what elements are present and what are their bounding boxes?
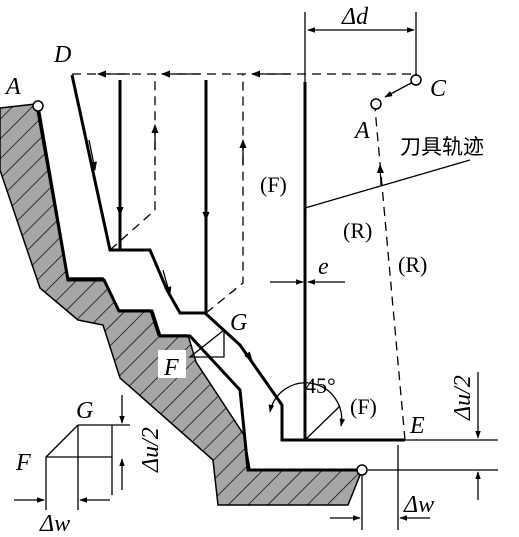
- label-point-A-left: A: [4, 74, 21, 100]
- label-F-upper: (F): [260, 172, 287, 197]
- retract-dashed-2: [205, 74, 244, 314]
- point-end-marker: [356, 464, 368, 476]
- label-point-A-right: A: [353, 118, 370, 144]
- label-F-bg: [158, 350, 186, 378]
- label-R-right: (R): [398, 252, 427, 277]
- tool-path-leader: [304, 159, 471, 209]
- offset-triangle: [188, 328, 225, 358]
- point-A-left-marker: [32, 100, 44, 112]
- finishing-profile: [36, 105, 362, 472]
- label-point-D: D: [53, 42, 71, 68]
- label-point-C: C: [430, 76, 447, 102]
- arrow-down-5: [235, 339, 253, 361]
- e-label: e: [318, 254, 329, 280]
- inset-du-label: Δu/2: [138, 427, 164, 473]
- inset-label-F: F: [15, 450, 31, 476]
- label-point-F: F: [163, 355, 179, 381]
- inset-detail: G F Δu/2 Δw: [14, 395, 164, 537]
- retract-dashed-3: [374, 107, 406, 441]
- workpiece-hatched: [0, 103, 364, 506]
- point-A-right-marker: [370, 98, 382, 110]
- inset-label-G: G: [76, 398, 93, 424]
- retract-dashed-1: [109, 74, 156, 251]
- angle-label: 45°: [305, 373, 336, 398]
- point-C-marker: [410, 74, 422, 86]
- arrow-down-4: [162, 269, 172, 296]
- tool-path-label: 刀具轨迹: [400, 135, 484, 159]
- arrow-down-1: [88, 139, 97, 171]
- angle-ray: [304, 405, 341, 441]
- label-point-E: E: [409, 413, 425, 439]
- delta-w-label: Δw: [403, 492, 434, 518]
- inset-hyp: [45, 424, 79, 458]
- label-point-G: G: [230, 310, 247, 336]
- approach-arrow: [384, 81, 414, 98]
- inset-dw-label: Δw: [39, 511, 70, 537]
- delta-d-label: Δd: [341, 4, 369, 30]
- label-F-lower: (F): [350, 394, 377, 419]
- arrow-up-3: [376, 164, 385, 186]
- delta-u-label: Δu/2: [450, 375, 476, 421]
- angle-arc: [268, 382, 346, 427]
- label-R-upper: (R): [343, 218, 372, 243]
